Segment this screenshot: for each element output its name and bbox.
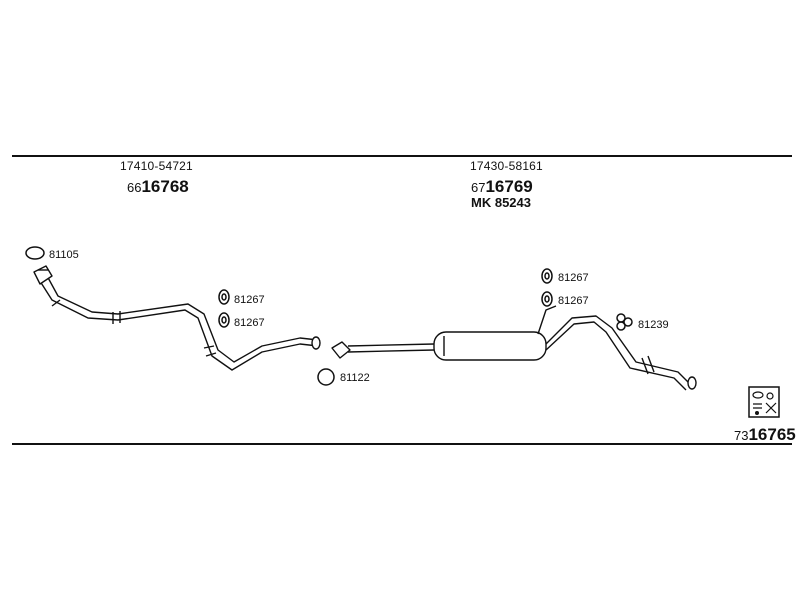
muffler-assembly bbox=[331, 305, 697, 391]
muffler-mk-number: MK 85243 bbox=[471, 196, 531, 209]
rear-hanger-b-icon bbox=[541, 291, 553, 307]
top-divider-line bbox=[12, 155, 792, 157]
rear-hanger-b-part-number: 81267 bbox=[558, 295, 589, 307]
kit-article-prefix: 73 bbox=[734, 428, 749, 443]
hanger-b-part-number: 81267 bbox=[234, 317, 265, 329]
rear-hanger-a-part-number: 81267 bbox=[558, 272, 589, 284]
ring-part-number: 81122 bbox=[340, 372, 370, 384]
mount-part-number: 81239 bbox=[638, 319, 669, 331]
ring-icon bbox=[317, 368, 335, 386]
muffler-article-number: 6716769 bbox=[471, 178, 533, 195]
front-pipe bbox=[33, 265, 321, 371]
gasket-part-number: 81105 bbox=[49, 249, 79, 261]
hanger-a-part-number: 81267 bbox=[234, 294, 265, 306]
muffler-article-main: 16769 bbox=[485, 177, 533, 196]
hanger-a-icon bbox=[218, 289, 230, 305]
mount-icon bbox=[616, 313, 633, 331]
muffler-article-prefix: 67 bbox=[471, 180, 486, 195]
hanger-b-icon bbox=[218, 312, 230, 328]
rear-hanger-a-icon bbox=[541, 268, 553, 284]
mounting-kit-icon bbox=[748, 386, 780, 418]
front-pipe-oem-number: 17410-54721 bbox=[120, 159, 193, 173]
front-pipe-article-main: 16768 bbox=[141, 177, 189, 196]
bottom-divider-line bbox=[12, 443, 792, 445]
mk-label: MK bbox=[471, 195, 492, 210]
gasket-ring bbox=[25, 246, 45, 260]
front-pipe-article-number: 6616768 bbox=[127, 178, 189, 195]
kit-article-main: 16765 bbox=[748, 425, 796, 444]
muffler-oem-number: 17430-58161 bbox=[470, 159, 543, 173]
mk-value: 85243 bbox=[494, 195, 531, 210]
mounting-kit-article-number: 7316765 bbox=[734, 426, 796, 443]
front-pipe-article-prefix: 66 bbox=[127, 180, 142, 195]
